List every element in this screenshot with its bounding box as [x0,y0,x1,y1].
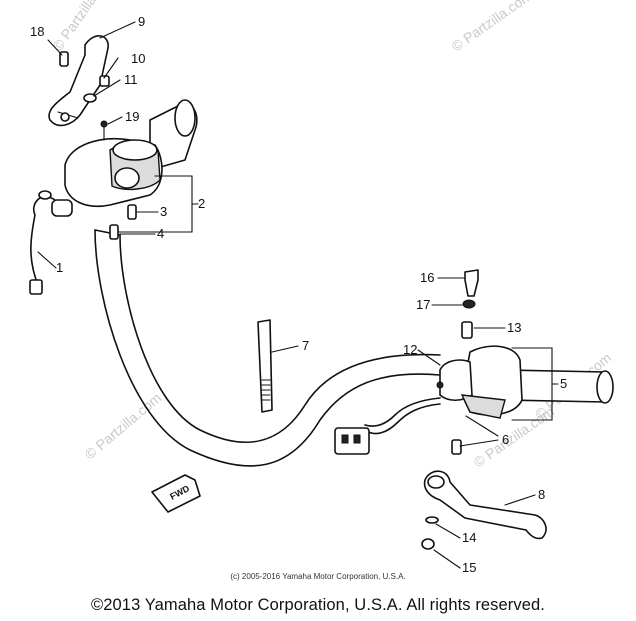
callout-1: 1 [56,260,63,275]
callout-11: 11 [124,72,138,87]
right-grip [504,369,614,404]
diagram-credit: (c) 2005-2016 Yamaha Motor Corporation, … [230,572,406,581]
callout-14: 14 [462,530,476,545]
right-lever [423,470,547,540]
right-switch-housing [436,321,523,455]
fwd-arrow: FWD [151,474,201,513]
callout-10: 10 [131,51,145,66]
callout-4: 4 [157,226,164,241]
right-wire-harness [334,397,441,455]
callout-7: 7 [302,338,309,353]
copyright-footer: ©2013 Yamaha Motor Corporation, U.S.A. A… [91,596,545,614]
callout-2: 2 [198,196,205,211]
callout-12: 12 [403,342,417,357]
callout-3: 3 [160,204,167,219]
watermark-mid-left: © Partzilla.com [82,389,165,462]
watermark-top-right: © Partzilla.com [449,0,535,54]
callout-6: 6 [502,432,509,447]
callout-5: 5 [560,376,567,391]
callout-19: 19 [125,109,139,124]
leader-lines [37,21,559,569]
cable-strap [257,319,273,413]
callout-numbers: 18 9 10 11 19 2 3 4 1 7 16 17 13 12 5 6 … [30,14,567,575]
left-grip [149,99,198,171]
lever-pivot [421,516,439,550]
callout-13: 13 [507,320,521,335]
callout-15: 15 [462,560,476,575]
left-lever [48,35,110,127]
left-switch-housing [51,120,163,217]
callout-8: 8 [538,487,545,502]
callout-18: 18 [30,24,44,39]
callout-9: 9 [138,14,145,29]
callout-16: 16 [420,270,434,285]
callout-17: 17 [416,297,430,312]
left-wire [29,190,56,295]
lever-bolt [462,269,479,309]
